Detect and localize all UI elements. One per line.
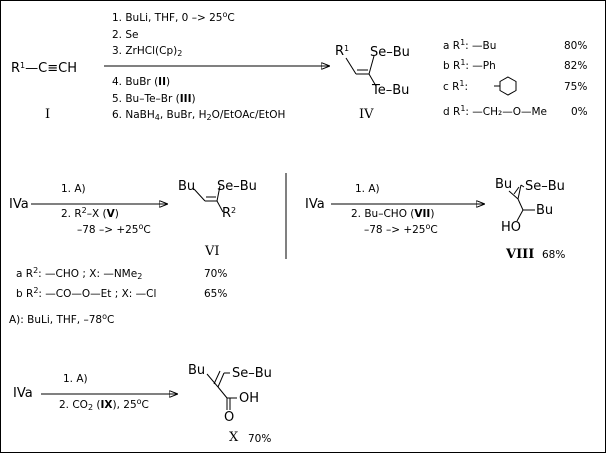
- vi-se-bu: Se–Bu: [217, 179, 257, 194]
- yield-a: 80%: [564, 40, 588, 52]
- x-oh: OH: [239, 391, 260, 406]
- iv-te-bu: Te–Bu: [372, 83, 410, 98]
- label-VI: VI: [205, 244, 220, 259]
- step-1: 1. BuLi, THF, 0 –> 25oC: [112, 10, 235, 24]
- label-IV: IV: [359, 107, 374, 122]
- step-6: 6. NaBH4, BuBr, H2O/EtOAc/EtOH: [112, 109, 286, 122]
- step-5: 5. Bu–Te–Br (III): [112, 93, 196, 105]
- scheme3-step1: 1. A): [355, 183, 380, 195]
- variant-c: c R1:: [443, 79, 469, 93]
- scheme2-step1: 1. A): [61, 183, 86, 195]
- scheme2-option-b: b R2: —CO—O—Et ; X: —Cl: [16, 286, 157, 300]
- step-3: 3. ZrHCl(Cp)2: [112, 45, 183, 58]
- scheme2-start-IVa: IVa: [9, 197, 29, 212]
- x-bu: Bu: [188, 363, 206, 378]
- yield-vi-a: 70%: [204, 268, 228, 280]
- label-X: X: [229, 430, 239, 445]
- scheme3-step2: 2. Bu–CHO (VII): [351, 208, 435, 220]
- structure-viii-bonds: [508, 184, 535, 222]
- viii-bu-2: Bu: [536, 203, 554, 218]
- yield-x: 70%: [248, 433, 272, 445]
- viii-ho: HO: [501, 220, 522, 235]
- scheme2-option-a: a R2: —CHO ; X: —NMe2: [16, 266, 143, 281]
- scheme3-step3: –78 –> +25oC: [364, 222, 438, 236]
- variant-a: a R1: —Bu: [443, 38, 497, 52]
- structure-vi-bonds: [193, 185, 224, 213]
- iv-r1: R1: [335, 44, 350, 59]
- scheme4-step1: 1. A): [63, 373, 88, 385]
- yield-b: 82%: [564, 60, 588, 72]
- scheme4-start-IVa: IVa: [13, 386, 33, 401]
- scheme2-step3: –78 –> +25oC: [77, 222, 151, 236]
- footnote-conditions-a: A): BuLi, THF, –78oC: [9, 312, 115, 326]
- step-4: 4. BuBr (II): [112, 76, 171, 88]
- reactant-alkyne: R1—C≡CH: [11, 61, 77, 76]
- iv-se-bu: Se–Bu: [370, 45, 410, 60]
- label-VIII: VIII: [506, 247, 535, 262]
- vi-r2: R2: [222, 206, 237, 221]
- scheme3-start-IVa: IVa: [305, 197, 325, 212]
- yield-viii: 68%: [542, 249, 566, 261]
- yield-vi-b: 65%: [204, 288, 228, 300]
- variant-b: b R1: —Ph: [443, 58, 496, 72]
- scheme4-step2: 2. CO2 (IX), 25oC: [59, 397, 149, 412]
- x-o: O: [224, 410, 235, 425]
- variant-d: d R1: —CH₂—O—Me: [443, 104, 548, 118]
- viii-se-bu: Se–Bu: [525, 179, 565, 194]
- structure-x-bonds: [206, 370, 237, 410]
- yield-c: 75%: [564, 81, 588, 93]
- label-I: I: [45, 107, 51, 122]
- viii-bu-1: Bu: [495, 177, 513, 192]
- step-2: 2. Se: [112, 29, 139, 41]
- yield-d: 0%: [571, 106, 588, 118]
- vi-bu: Bu: [178, 179, 196, 194]
- structure-iv-bonds: [345, 55, 377, 87]
- cyclohexenyl-ring: [494, 76, 517, 96]
- scheme2-step2: 2. R2–X (V): [61, 206, 119, 220]
- x-se-bu: Se–Bu: [232, 366, 272, 381]
